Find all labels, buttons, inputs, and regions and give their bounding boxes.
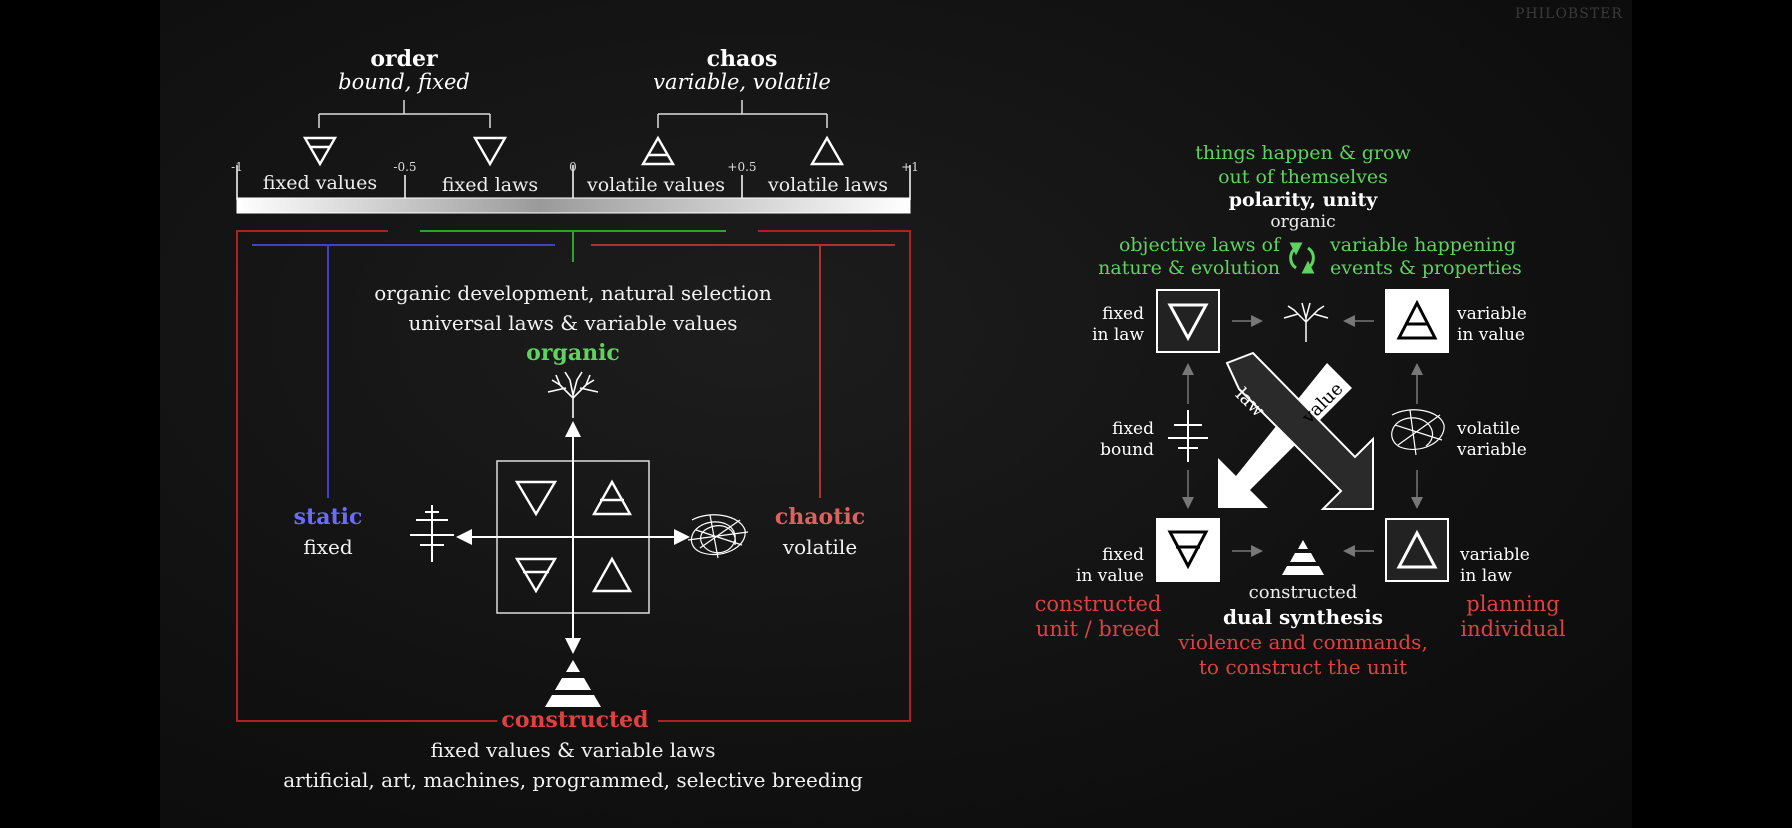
organic-label: organic	[526, 340, 620, 366]
slide-background	[160, 0, 1632, 828]
tick-minus-1: -1	[231, 160, 243, 174]
chaotic-volatile-label: volatile	[782, 535, 858, 559]
quad-volatile-values-icon	[591, 479, 633, 516]
box-fixed-in-value	[1156, 518, 1220, 582]
chaos-subtitle: variable, volatile	[653, 70, 831, 94]
grow-line-1: things happen & grow	[1195, 142, 1411, 164]
right-organic: organic	[1270, 212, 1336, 232]
box-fixed-in-law-symbol-icon	[1167, 303, 1209, 342]
order-bracket	[318, 100, 491, 128]
fixed-cross-icon-small	[1168, 410, 1208, 462]
fixed-in-value-2: in value	[1076, 566, 1144, 586]
order-subtitle: bound, fixed	[338, 70, 470, 94]
scale-label-fixed-laws: fixed laws	[441, 174, 539, 196]
organic-description-2: universal laws & variable values	[408, 311, 738, 335]
constructed-unit-1: constructed	[1034, 592, 1162, 616]
fixed-in-value-1: fixed	[1102, 545, 1144, 565]
constructed-pyramid-icon-small	[1282, 540, 1324, 575]
variable-happening-1: variable happening	[1330, 234, 1516, 256]
chaotic-scribble-icon	[687, 514, 749, 559]
violence-line-2: to construct the unit	[1198, 655, 1408, 679]
box-fixed-in-law	[1156, 289, 1220, 353]
organic-description-1: organic development, natural selection	[374, 281, 772, 305]
static-cross-icon	[410, 505, 454, 562]
scale-bar	[236, 165, 911, 214]
fixed-in-law-1: fixed	[1102, 304, 1144, 324]
planning-1: planning	[1466, 592, 1560, 616]
cycle-arrows-icon	[1289, 242, 1315, 274]
constructed-description-2: artificial, art, machines, programmed, s…	[283, 768, 863, 792]
chaotic-label: chaotic	[774, 504, 866, 530]
law-arrow	[1225, 351, 1374, 510]
quad-fixed-values-icon	[514, 557, 558, 594]
grow-line-2: out of themselves	[1218, 166, 1388, 188]
constructed-label: constructed	[497, 707, 653, 733]
chaos-title: chaos	[706, 46, 778, 72]
tick-0: 0	[569, 160, 577, 174]
variable-happening-2: events & properties	[1330, 257, 1522, 279]
volatile-variable-1: volatile	[1457, 419, 1521, 439]
tick-plus-0-5: +0.5	[727, 160, 757, 174]
fixed-laws-symbol-icon	[472, 136, 508, 167]
variable-in-law-1: variable	[1460, 545, 1530, 565]
volatile-scribble-icon-small	[1391, 409, 1445, 456]
constructed-description-1: fixed values & variable laws	[430, 738, 716, 762]
constructed-frame	[236, 230, 911, 722]
variable-in-value-2: in value	[1457, 325, 1525, 345]
order-title: order	[370, 46, 438, 72]
box-variable-in-law	[1385, 518, 1449, 582]
violence-line-1: violence and commands,	[1178, 630, 1428, 654]
objective-laws-2: nature & evolution	[1098, 257, 1280, 279]
volatile-variable-2: variable	[1457, 440, 1527, 460]
box-variable-in-value	[1385, 289, 1449, 353]
scale-label-fixed-values: fixed values	[262, 172, 378, 194]
objective-laws-1: objective laws of	[1118, 234, 1280, 256]
tick-minus-0-5: -0.5	[393, 160, 417, 174]
quad-fixed-laws-icon	[514, 480, 558, 517]
dual-synthesis: dual synthesis	[1222, 605, 1384, 629]
volatile-laws-symbol-icon	[809, 135, 845, 166]
scale-label-volatile-laws: volatile laws	[767, 174, 889, 196]
fixed-bound-1: fixed	[1112, 419, 1154, 439]
variable-in-value-1: variable	[1457, 304, 1527, 324]
organic-tree-icon	[547, 371, 599, 418]
constructed-label-right: constructed	[1248, 582, 1358, 603]
scale-label-volatile-values: volatile values	[586, 174, 726, 196]
fixed-bound-2: bound	[1100, 440, 1154, 460]
planning-2: individual	[1460, 617, 1566, 641]
fixed-values-symbol-icon	[302, 136, 338, 167]
watermark: PHILOBSTER	[1515, 6, 1623, 22]
constructed-pyramid-icon	[545, 660, 601, 707]
organic-tree-icon-small	[1283, 302, 1329, 342]
fixed-in-law-2: in law	[1092, 325, 1144, 345]
volatile-values-symbol-icon	[640, 135, 676, 166]
static-fixed-label: fixed	[303, 535, 353, 559]
polarity-unity: polarity, unity	[1228, 189, 1378, 211]
box-variable-in-value-symbol-icon	[1396, 299, 1438, 340]
variable-in-law-2: in law	[1460, 566, 1512, 586]
constructed-unit-2: unit / breed	[1035, 617, 1161, 641]
static-label: static	[293, 504, 363, 530]
chaos-bracket	[657, 100, 828, 128]
tick-plus-1: +1	[901, 160, 919, 174]
box-fixed-in-value-symbol-icon	[1167, 530, 1209, 570]
quad-volatile-laws-icon	[591, 556, 633, 593]
box-variable-in-law-symbol-icon	[1396, 529, 1438, 569]
